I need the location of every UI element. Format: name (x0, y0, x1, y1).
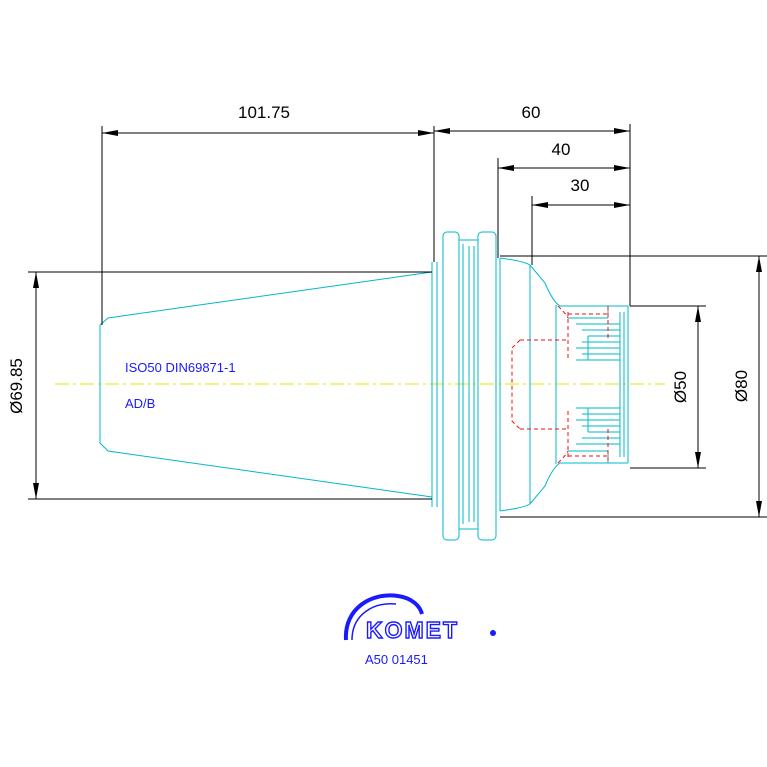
dimension-outer-diameter: Ø80 (732, 370, 751, 402)
standard-note: ISO50 DIN69871-1 (125, 360, 236, 375)
dimension-taper-length: 101.75 (238, 103, 290, 122)
article-number: A50 01451 (365, 652, 428, 667)
komet-logo: KOMET (343, 593, 496, 644)
internal-bore-hidden-lines (511, 305, 609, 464)
dimension-body-length: 60 (522, 103, 541, 122)
dimension-arrows (33, 128, 762, 517)
dimension-lines (28, 124, 767, 518)
tool-holder-outline (99, 231, 629, 541)
logo-text: KOMET (366, 617, 459, 643)
variant-note: AD/B (125, 396, 155, 411)
dimension-bore-diameter: Ø50 (671, 371, 690, 403)
dimension-bore-depth: 30 (571, 176, 590, 195)
dimension-taper-diameter: Ø69.85 (7, 358, 26, 414)
dimension-flange-length: 40 (552, 140, 571, 159)
